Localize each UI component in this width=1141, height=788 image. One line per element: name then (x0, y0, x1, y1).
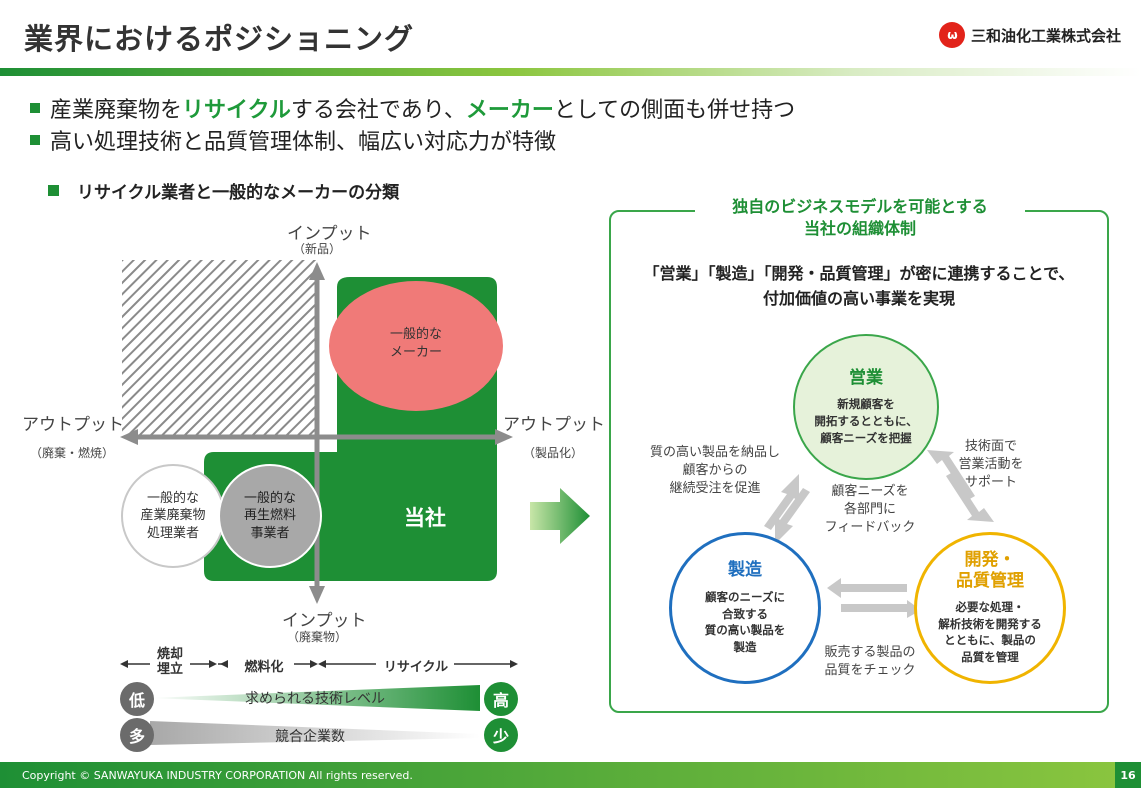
classification-heading: リサイクル業者と一般的なメーカーの分類 (48, 178, 399, 203)
bullet-2-text: 高い処理技術と品質管理体制、幅広い対応力が特徴 (50, 130, 557, 155)
manufacturing-to-sales-arrow-icon (775, 488, 810, 544)
competitor-count-label: 競合企業数 (275, 729, 345, 745)
competitor-few-badge: 少 (484, 718, 518, 752)
note-quality-check: 販売する製品の 品質をチェック (824, 645, 916, 679)
development-circle: 開発・ 品質管理 必要な処理・ 解析技術を開発する とともに、製品の 品質を管理 (914, 532, 1066, 684)
bullet-square-icon (30, 135, 40, 145)
horizontal-axis-right-arrow-icon (495, 429, 513, 445)
vertical-axis-bottom-arrow-icon (309, 586, 325, 604)
bullet-1-highlight-recycle: リサイクル (182, 98, 291, 123)
org-connections (764, 450, 994, 618)
horizontal-axis-left-arrow-icon (120, 429, 138, 445)
axis-left-label: アウトプット (22, 415, 124, 435)
tech-low-badge: 低 (120, 682, 154, 716)
footer-copyright: Copyright © SANWAYUKA INDUSTRY CORPORATI… (22, 769, 413, 782)
company-logo: ω 三和油化工業株式会社 (938, 22, 1121, 48)
title-rule (0, 68, 1141, 76)
development-name: 開発・ 品質管理 (956, 550, 1024, 591)
bullet-square-icon (30, 103, 40, 113)
maker-label: 一般的な メーカー (389, 327, 442, 360)
sales-desc: 新規顧客を 開拓するとともに、 顧客ニーズを把握 (814, 397, 918, 445)
footer-bar (0, 762, 1141, 788)
heading-square-icon (48, 185, 59, 196)
axis-right-label: アウトプット (503, 415, 605, 435)
bullet-1-text-e: としての側面も併せ持つ (553, 98, 796, 123)
page-title: 業界におけるポジショニング (24, 22, 415, 56)
fuel-producer-circle: 一般的な 再生燃料 事業者 (218, 464, 322, 568)
maker-ellipse (329, 281, 503, 411)
fuel-producer-label: 一般的な 再生燃料 事業者 (243, 490, 296, 541)
waste-processor-label: 一般的な 産業廃棄物 処理業者 (140, 490, 206, 541)
tech-level-label: 求められる技術レベル (245, 691, 385, 707)
bullet-1-text-c: する会社であり、 (290, 98, 466, 123)
bullet-1-highlight-maker: メーカー (465, 98, 554, 123)
scale-recycle-label: リサイクル (383, 660, 449, 675)
manufacturing-circle: 製造 顧客のニーズに 合致する 質の高い製品を 製造 (669, 532, 821, 684)
classification-heading-text: リサイクル業者と一般的なメーカーの分類 (77, 183, 400, 203)
axis-bottom-label: インプット (282, 611, 367, 631)
axis-right-sublabel: （製品化） (522, 446, 583, 460)
tech-high-badge: 高 (484, 682, 518, 716)
vertical-axis-top-arrow-icon (309, 262, 325, 280)
scale-incineration-label: 焼却 埋立 (156, 647, 183, 677)
note-feedback: 顧客ニーズを 各部門に フィードバック (824, 484, 916, 536)
note-tech-support: 技術面で 営業活動を サポート (958, 439, 1024, 491)
scale-fuel-label: 燃料化 (244, 660, 284, 675)
hatched-quadrant (122, 260, 317, 437)
manufacturing-name: 製造 (728, 560, 762, 581)
gradient-bars (150, 685, 480, 745)
development-to-sales-arrow-icon (946, 472, 994, 522)
manufacturing-to-development-arrow-icon (841, 600, 921, 618)
company-logo-icon: ω (938, 22, 965, 48)
axis-top-sublabel: （新品） (292, 242, 341, 256)
axis-left-sublabel: （廃棄・燃焼） (29, 446, 114, 460)
business-model-lead: 「営業」「製造」「開発・品質管理」が密に連携することで、 付加価値の高い事業を実… (643, 264, 1075, 308)
tech-level-bar (150, 685, 480, 711)
competitor-count-bar (150, 721, 480, 745)
transition-arrow-icon (530, 488, 590, 544)
waste-processor-circle: 一般的な 産業廃棄物 処理業者 (121, 464, 225, 568)
axis-bottom-sublabel: （廃棄物） (286, 630, 347, 644)
development-desc: 必要な処理・ 解析技術を開発する とともに、製品の 品質を管理 (938, 600, 1042, 665)
bullet-1: 産業廃棄物をリサイクルする会社であり、メーカーとしての側面も併せ持つ (30, 92, 795, 124)
page-number: 16 (1115, 762, 1141, 788)
business-model-title: 独自のビジネスモデルを可能とする 当社の組織体制 (695, 196, 1025, 241)
sales-name: 営業 (849, 367, 883, 388)
manufacturing-desc: 顧客のニーズに 合致する 質の高い製品を 製造 (704, 589, 786, 654)
sales-to-manufacturing-arrow-icon (764, 474, 799, 530)
company-name: 三和油化工業株式会社 (970, 26, 1121, 45)
bullet-2: 高い処理技術と品質管理体制、幅広い対応力が特徴 (30, 124, 556, 156)
development-to-manufacturing-arrow-icon (827, 578, 907, 598)
competitor-many-badge: 多 (120, 718, 154, 752)
axis-top-label: インプット (287, 224, 372, 244)
company-label: 当社 (404, 506, 446, 530)
bullet-1-text-a: 産業廃棄物を (50, 98, 183, 123)
note-delivery: 質の高い製品を納品し 顧客からの 継続受注を促進 (649, 445, 780, 497)
sales-circle: 営業 新規顧客を 開拓するとともに、 顧客ニーズを把握 (793, 334, 939, 480)
process-scale (120, 660, 518, 668)
